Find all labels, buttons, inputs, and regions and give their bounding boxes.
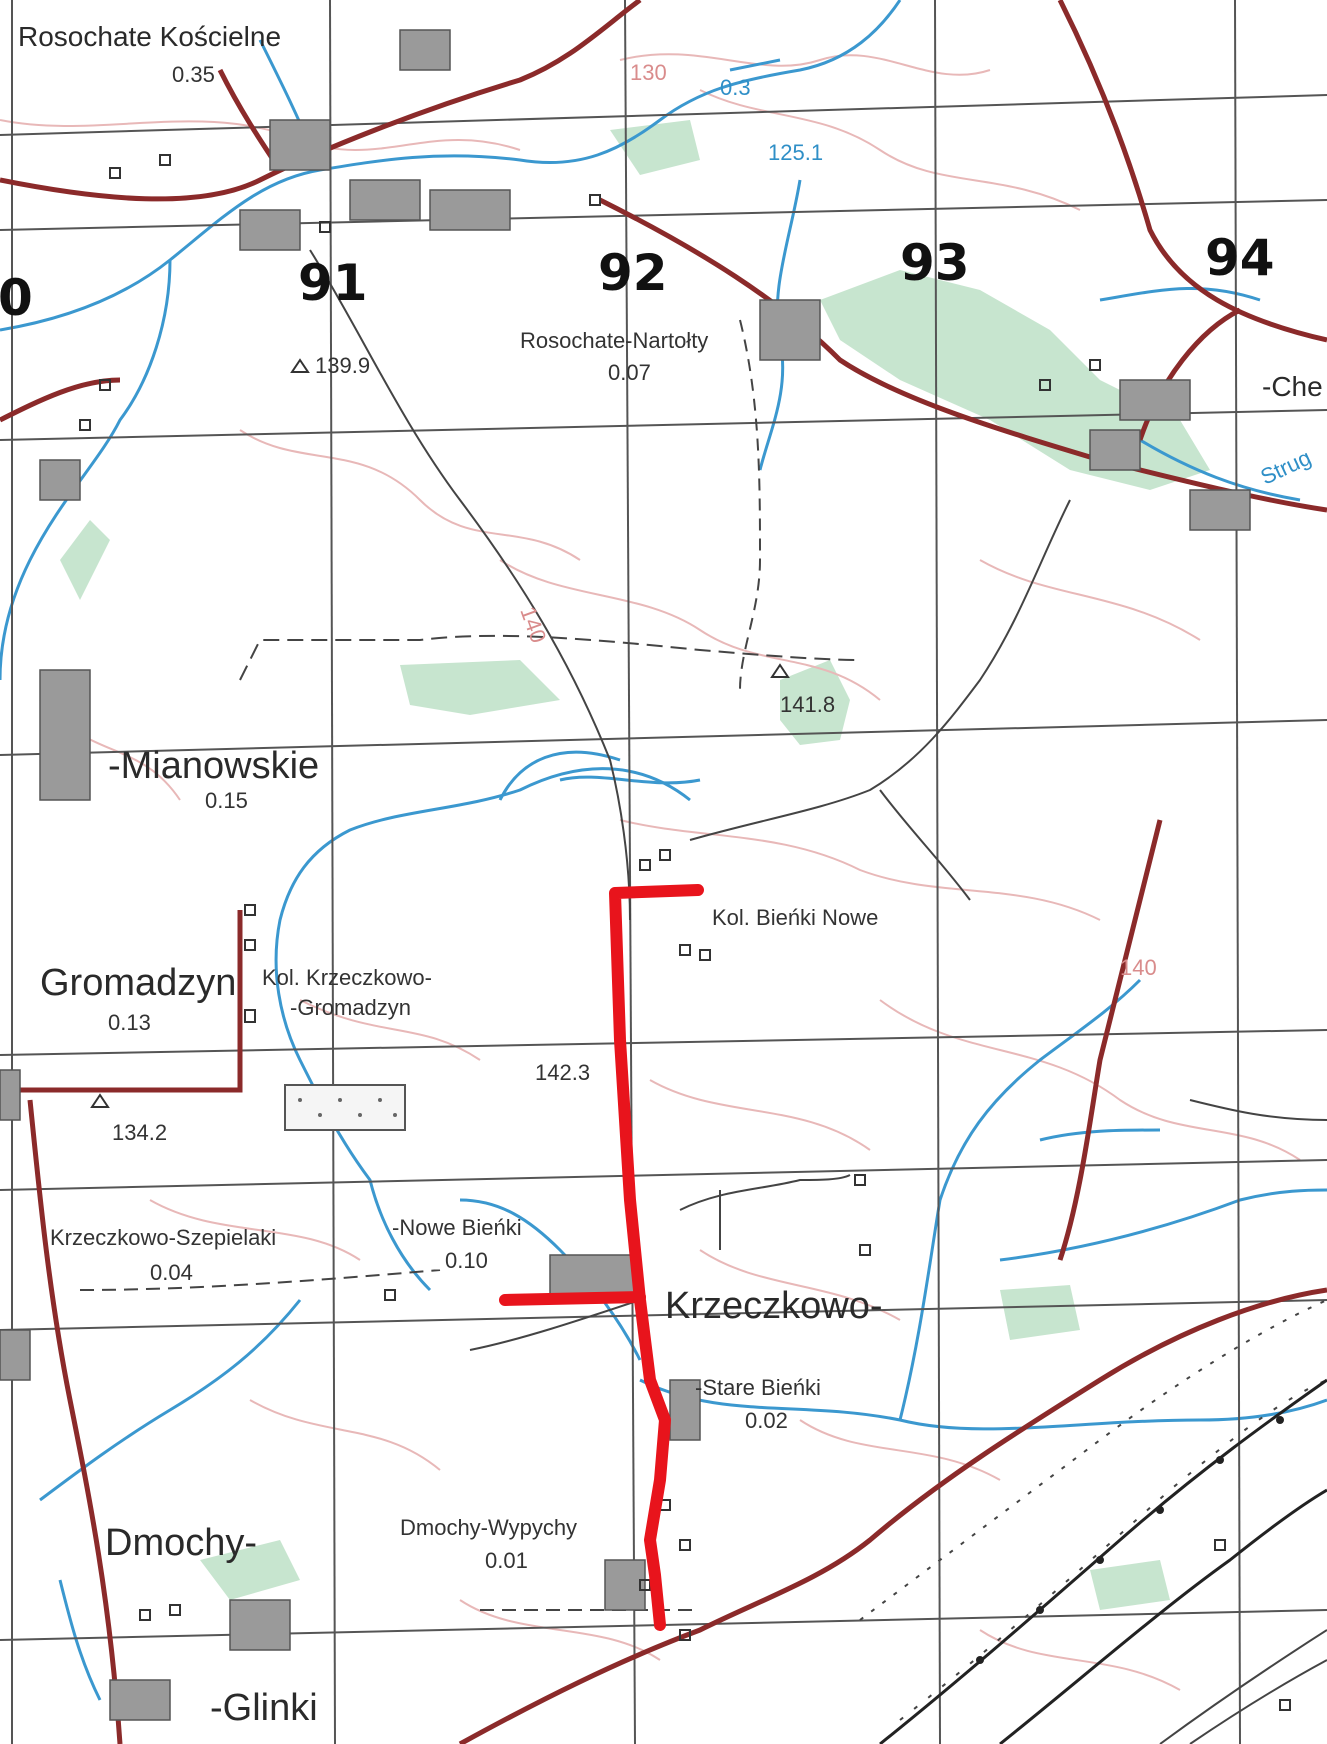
place-dmochy-wypychy: Dmochy-Wypychy	[400, 1515, 577, 1540]
grid-number-94: 94	[1205, 229, 1275, 287]
spot-height-5: 125.1	[768, 140, 823, 165]
value-nowe-bienki: 0.10	[445, 1248, 488, 1273]
spot-height-2: 141.8	[780, 692, 835, 717]
grid-number-91: 91	[298, 254, 368, 312]
contour-label-140-b: 140	[1120, 955, 1157, 980]
spot-height-4: 134.2	[112, 1120, 167, 1145]
place-nowe-bienki: -Nowe Bieńki	[392, 1215, 522, 1240]
value-krzeczkowo-szepielaki: 0.04	[150, 1260, 193, 1285]
value-rosochate-koscielne: 0.35	[172, 62, 215, 87]
water-label-flow: 0.3	[720, 75, 751, 100]
place-che: -Che	[1262, 371, 1323, 402]
value-mianowskie: 0.15	[205, 788, 248, 813]
spot-height-3: 142.3	[535, 1060, 590, 1085]
highlighted-route	[499, 884, 704, 1631]
place-kol-krzeczkowo: Kol. Krzeczkowo-	[262, 965, 432, 990]
grid-number-92: 92	[598, 244, 668, 302]
contour-label-130: 130	[630, 60, 667, 85]
place-dmochy: Dmochy-	[105, 1522, 257, 1564]
spot-height-1: 139.9	[315, 353, 370, 378]
railway-ticks	[976, 1416, 1284, 1664]
railway	[879, 1378, 1327, 1744]
rivers-streams	[0, 0, 1327, 1701]
value-rosochate-nartolty: 0.07	[608, 360, 651, 385]
place-stare-bienki: -Stare Bieńki	[695, 1375, 821, 1400]
place-mianowskie: -Mianowskie	[108, 745, 319, 787]
value-dmochy-wypychy: 0.01	[485, 1548, 528, 1573]
building-symbols	[79, 154, 1291, 1711]
place-kol-bienki-nowe: Kol. Bieńki Nowe	[712, 905, 878, 930]
grid-number-90: 0	[0, 269, 33, 327]
place-glinki: -Glinki	[210, 1687, 318, 1729]
place-rosochate-nartolty: Rosochate-Nartołty	[520, 328, 708, 353]
place-krzeczkowo: Krzeczkowo-	[665, 1285, 883, 1327]
field-patch	[284, 1084, 406, 1131]
value-gromadzyn: 0.13	[108, 1010, 151, 1035]
grid-number-93: 93	[900, 234, 970, 292]
place-krzeczkowo-szepielaki: Krzeczkowo-Szepielaki	[50, 1225, 276, 1250]
place-gromadzyn: Gromadzyn	[40, 962, 236, 1004]
place-kol-gromadzyn: -Gromadzyn	[290, 995, 411, 1020]
trig-point-icons	[90, 358, 790, 1108]
place-rosochate-koscielne: Rosochate Kościelne	[18, 21, 281, 52]
value-stare-bienki: 0.02	[745, 1408, 788, 1433]
